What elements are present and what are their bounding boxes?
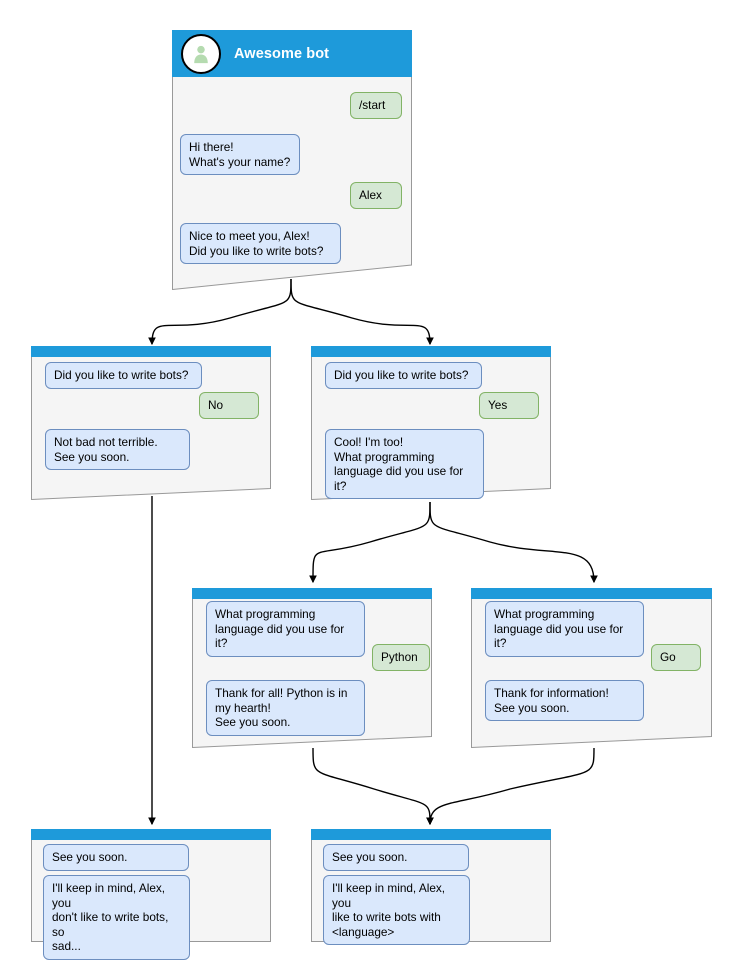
message-bubble-bot[interactable]: See you soon. [323, 844, 469, 871]
message-bubble-user[interactable]: Go [651, 644, 701, 671]
message-bubble-bot[interactable]: Not bad not terrible. See you soon. [45, 429, 190, 470]
message-list: Did you like to write bots? Yes Cool! I'… [311, 346, 551, 500]
message-bubble-bot[interactable]: Cool! I'm too! What programming language… [325, 429, 484, 499]
connector-yes-to-python [309, 501, 431, 584]
node-header-bar [31, 829, 271, 840]
chat-node-start[interactable]: Awesome bot /start Hi there! What's your… [172, 30, 412, 290]
person-avatar-icon [181, 33, 221, 74]
message-bubble-user[interactable]: /start [350, 92, 402, 119]
message-bubble-bot[interactable]: See you soon. [43, 844, 189, 871]
connector-go-to-end-happy [426, 747, 595, 826]
chat-node-lang-python[interactable]: What programming language did you use fo… [192, 588, 432, 748]
message-bubble-bot[interactable]: What programming language did you use fo… [206, 601, 365, 657]
message-bubble-user[interactable]: Yes [479, 392, 539, 419]
message-bubble-bot[interactable]: I'll keep in mind, Alex, you like to wri… [323, 875, 470, 945]
message-bubble-bot[interactable]: Hi there! What's your name? [180, 134, 300, 175]
node-header-bar [31, 346, 271, 357]
node-header-bar [471, 588, 712, 599]
message-bubble-user[interactable]: Python [372, 644, 430, 671]
chat-node-lang-go[interactable]: What programming language did you use fo… [471, 588, 712, 748]
message-bubble-user[interactable]: Alex [350, 182, 402, 209]
connector-start-to-yes [290, 278, 434, 346]
message-bubble-user[interactable]: No [199, 392, 259, 419]
message-list: See you soon. I'll keep in mind, Alex, y… [31, 829, 271, 960]
chat-node-end-happy[interactable]: See you soon. I'll keep in mind, Alex, y… [311, 829, 551, 945]
message-bubble-bot[interactable]: What programming language did you use fo… [485, 601, 644, 657]
message-bubble-bot[interactable]: Thank for all! Python is in my hearth! S… [206, 680, 365, 736]
node-header-bar [311, 829, 551, 840]
message-bubble-bot[interactable]: Did you like to write bots? [45, 362, 202, 389]
message-list: What programming language did you use fo… [471, 588, 712, 748]
message-bubble-bot[interactable]: I'll keep in mind, Alex, you don't like … [43, 875, 190, 960]
message-list: See you soon. I'll keep in mind, Alex, y… [311, 829, 551, 945]
message-list: Did you like to write bots? No Not bad n… [31, 346, 271, 500]
bot-header-bar: Awesome bot [172, 30, 412, 77]
chat-node-answer-yes[interactable]: Did you like to write bots? Yes Cool! I'… [311, 346, 551, 500]
message-bubble-bot[interactable]: Thank for information! See you soon. [485, 680, 644, 721]
message-list: /start Hi there! What's your name? Alex … [172, 30, 412, 290]
chat-node-end-sad[interactable]: See you soon. I'll keep in mind, Alex, y… [31, 829, 271, 960]
message-bubble-bot[interactable]: Did you like to write bots? [325, 362, 482, 389]
message-bubble-bot[interactable]: Nice to meet you, Alex! Did you like to … [180, 223, 341, 264]
connector-python-to-end-happy [312, 747, 434, 826]
connector-yes-to-go [429, 501, 598, 584]
node-header-bar [311, 346, 551, 357]
node-header-bar [192, 588, 432, 599]
bot-title: Awesome bot [234, 45, 330, 62]
chat-node-answer-no[interactable]: Did you like to write bots? No Not bad n… [31, 346, 271, 500]
connector-start-to-no [148, 278, 292, 346]
message-list: What programming language did you use fo… [192, 588, 432, 748]
